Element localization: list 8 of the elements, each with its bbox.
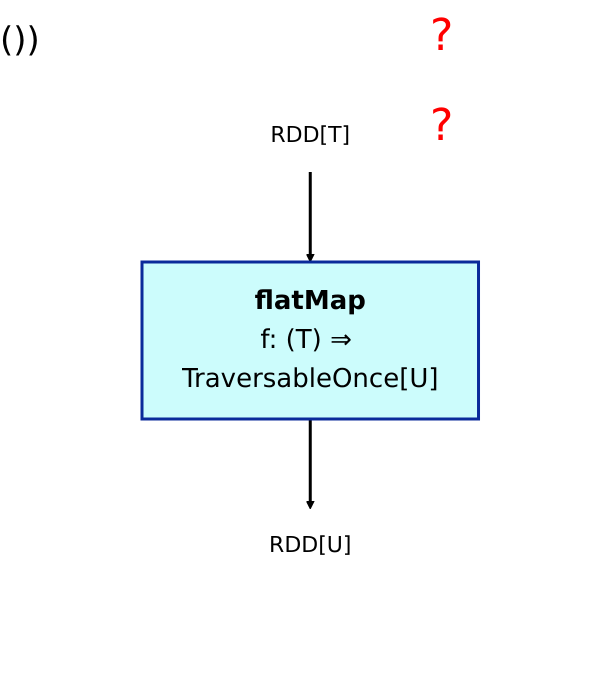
question-mark: ? — [430, 10, 454, 61]
node-text: RDD[T] — [270, 122, 350, 148]
question-mark: ? — [430, 100, 454, 151]
node-box: flatMap f: (T) ⇒ TraversableOnce[U] — [140, 260, 480, 420]
arrow — [306, 418, 314, 509]
arrow — [306, 172, 314, 262]
code-fragment: ()) — [0, 20, 40, 60]
node-text: RDD[U] — [268, 532, 352, 558]
